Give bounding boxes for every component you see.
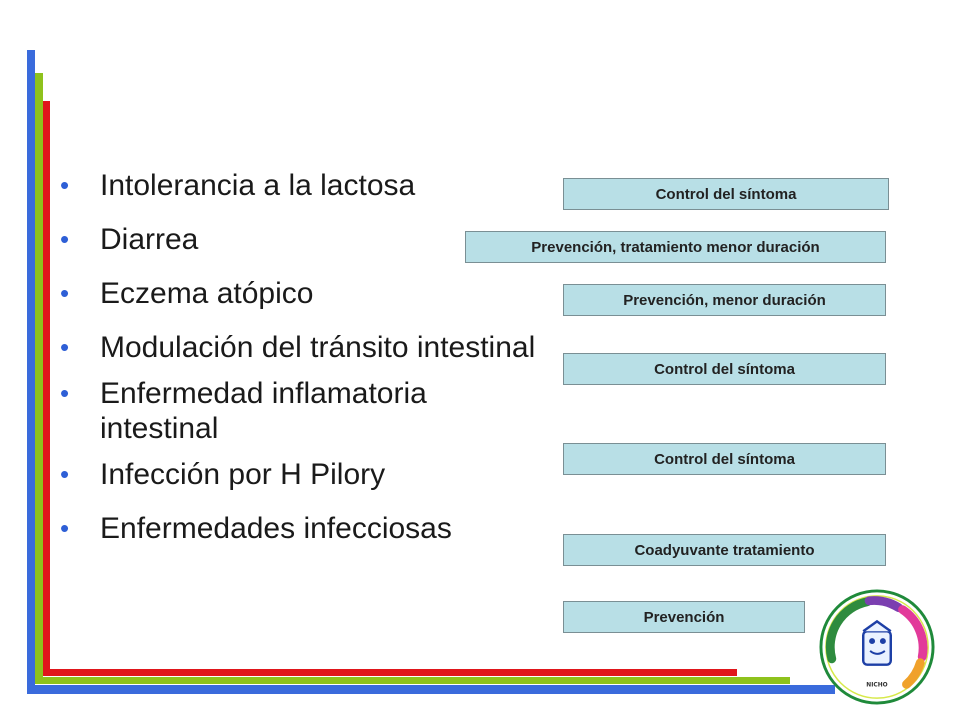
effect-tag: Control del síntoma xyxy=(563,443,886,475)
list-item: •Enfermedad inflamatoria intestinal xyxy=(60,377,427,445)
effect-tag: Control del síntoma xyxy=(563,353,886,385)
red-horizontal-bar xyxy=(43,669,737,676)
effect-tag: Prevención, tratamiento menor duración xyxy=(465,231,886,263)
list-item: •Intolerancia a la lactosa xyxy=(60,169,416,202)
bullet-icon: • xyxy=(60,378,70,408)
svg-text:NICHO: NICHO xyxy=(866,682,887,688)
list-item: •Diarrea xyxy=(60,223,199,256)
bullet-icon: • xyxy=(60,332,70,362)
list-item: •Infección por H Pilory xyxy=(60,458,386,491)
list-item: •Modulación del tránsito intestinal xyxy=(60,331,536,364)
bullet-icon: • xyxy=(60,459,70,489)
red-vertical-bar xyxy=(43,101,50,676)
salud-con-leche-logo: NICHO xyxy=(819,589,935,705)
bullet-icon: • xyxy=(60,278,70,308)
milk-carton-character-icon xyxy=(862,619,892,666)
effect-tag: Coadyuvante tratamiento xyxy=(563,534,886,566)
bullet-icon: • xyxy=(60,513,70,543)
condition-list: •Intolerancia a la lactosa •Diarrea •Ecz… xyxy=(60,168,540,565)
effect-tag: Prevención xyxy=(563,601,805,633)
effect-tag: Prevención, menor duración xyxy=(563,284,886,316)
bullet-icon: • xyxy=(60,170,70,200)
list-item: •Eczema atópico xyxy=(60,277,314,310)
blue-vertical-bar xyxy=(27,50,35,694)
green-vertical-bar xyxy=(35,73,43,684)
green-horizontal-bar xyxy=(35,677,790,684)
effect-tag: Control del síntoma xyxy=(563,178,889,210)
blue-horizontal-bar xyxy=(27,685,835,694)
bullet-icon: • xyxy=(60,224,70,254)
list-item: •Enfermedades infecciosas xyxy=(60,512,452,545)
